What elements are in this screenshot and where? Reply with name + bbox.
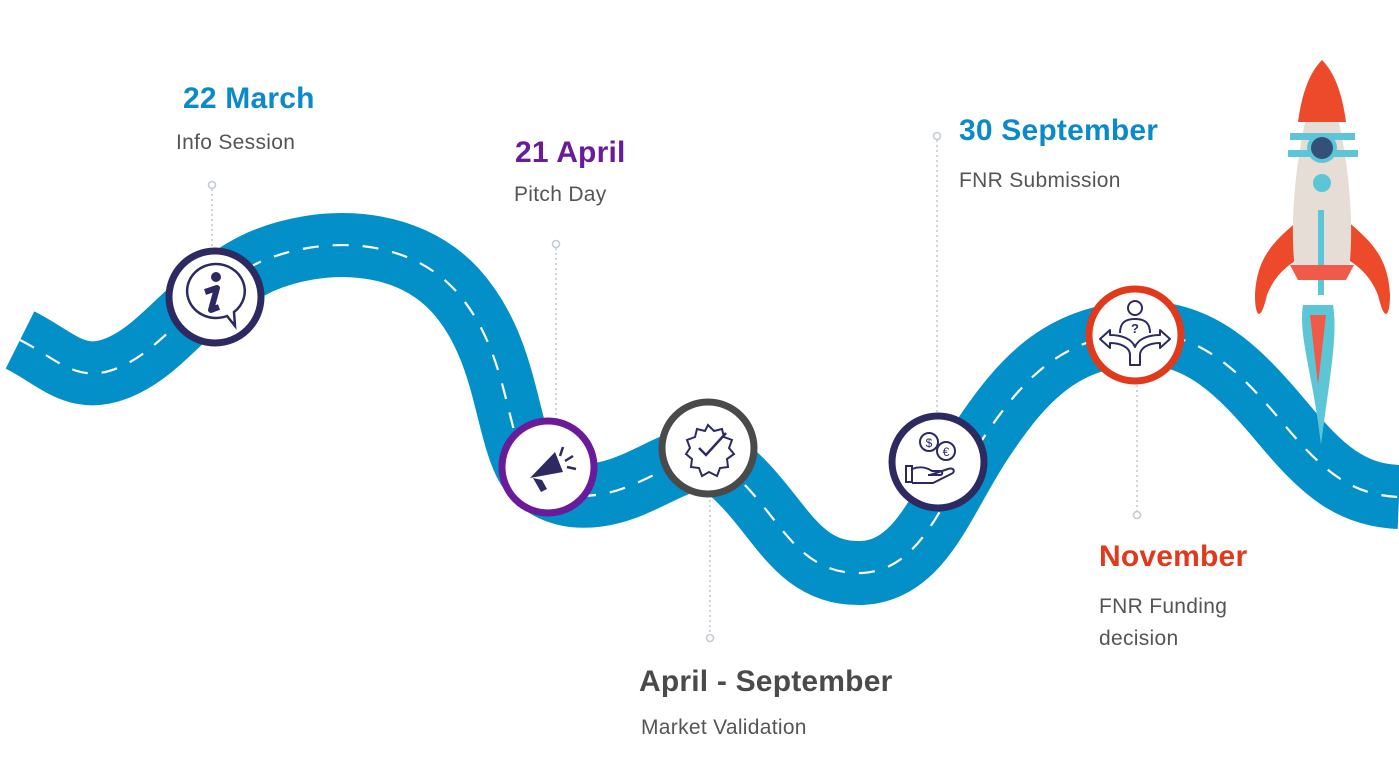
money-hand-icon: $ €: [888, 412, 988, 512]
svg-text:?: ?: [1131, 321, 1139, 336]
megaphone-icon: [498, 417, 598, 517]
milestone-label-market-validation: Market Validation: [641, 716, 807, 739]
rocket-icon: [1255, 60, 1390, 445]
leader-lines: [211, 140, 1138, 634]
milestone-date-market-validation: April - September: [639, 665, 893, 698]
milestone-date-pitch-day: 21 April: [515, 136, 626, 169]
milestone-label-funding-decision-line1: FNR Funding: [1099, 595, 1228, 618]
milestone-label-pitch-day: Pitch Day: [514, 183, 607, 206]
verified-badge-icon: [658, 398, 758, 498]
decision-arrows-icon: ?: [1085, 285, 1185, 385]
svg-text:$: $: [926, 436, 933, 450]
milestone-date-info-session: 22 March: [183, 82, 315, 115]
milestone-date-fnr-submission: 30 September: [959, 114, 1159, 147]
milestone-date-funding-decision: November: [1099, 540, 1248, 573]
svg-text:€: €: [943, 445, 950, 459]
milestone-label-info-session: Info Session: [176, 131, 296, 154]
milestone-label-fnr-submission: FNR Submission: [959, 169, 1121, 192]
milestone-label-funding-decision-line2: decision: [1099, 627, 1179, 650]
info-bubble-icon: [165, 247, 265, 347]
